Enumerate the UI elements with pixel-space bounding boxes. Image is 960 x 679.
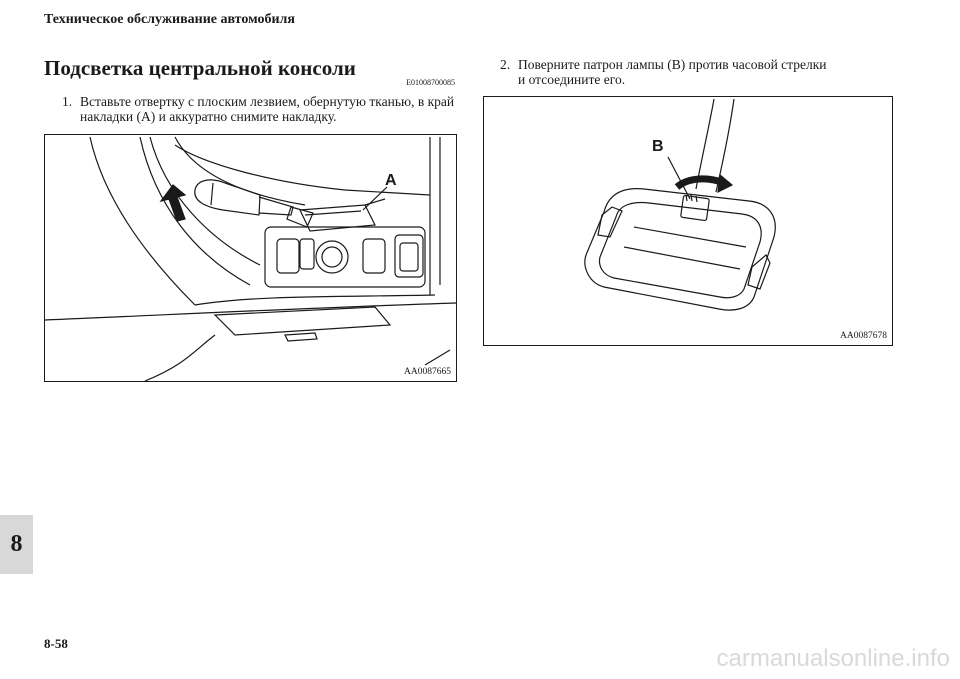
section-title: Подсветка центральной консоли <box>44 56 356 80</box>
step-text: Поверните патрон лампы (B) против часово… <box>518 57 827 87</box>
callout-label-b: B <box>652 138 664 155</box>
step-1: 1. Вставьте отвертку с плоским лезвием, … <box>62 94 462 128</box>
figure-code: AA0087678 <box>840 331 887 341</box>
section-code: E01008700085 <box>406 78 455 87</box>
chapter-tab: 8 <box>0 515 33 574</box>
step-2: 2. Поверните патрон лампы (B) против час… <box>500 57 900 91</box>
step-text-line: и отсоедините его. <box>518 72 626 87</box>
chapter-number: 8 <box>10 531 23 557</box>
step-number: 1. <box>62 94 73 109</box>
console-illustration: A <box>45 136 456 381</box>
page-number: 8-58 <box>44 636 68 651</box>
step-text-line: Вставьте отвертку с плоским лезвием, обе… <box>80 94 455 109</box>
figure-console-cover: A AA0087665 <box>44 134 457 382</box>
step-text: Вставьте отвертку с плоским лезвием, обе… <box>80 94 454 124</box>
running-head: Техническое обслуживание автомобиля <box>44 12 295 27</box>
step-text-line: Поверните патрон лампы (B) против часово… <box>518 57 827 72</box>
callout-label-a: A <box>385 172 397 189</box>
watermark: carmanualsonline.info <box>716 645 950 672</box>
step-text-line: накладки (A) и аккуратно снимите накладк… <box>80 109 337 124</box>
figure-lamp-socket: B AA0087678 <box>483 96 893 346</box>
lamp-illustration: B <box>584 98 776 311</box>
step-number: 2. <box>500 57 511 72</box>
figure-code: AA0087665 <box>404 367 451 377</box>
